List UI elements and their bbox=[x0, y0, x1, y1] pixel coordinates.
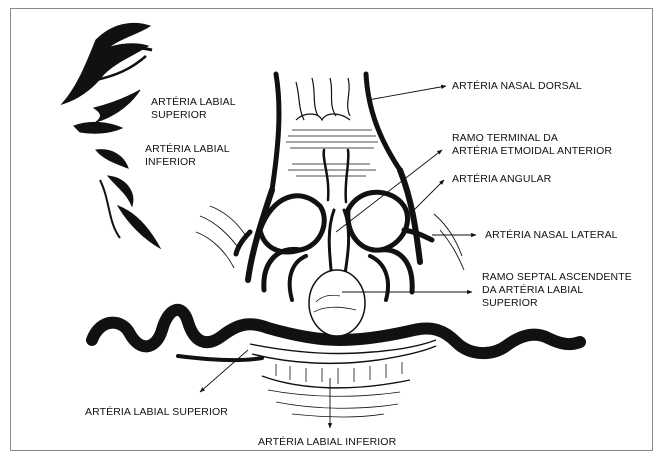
label-arteria-angular: ARTÉRIA ANGULAR bbox=[452, 173, 551, 186]
label-ramo-terminal: RAMO TERMINAL DA ARTÉRIA ETMOIDAL ANTERI… bbox=[452, 132, 612, 158]
lips-outline bbox=[250, 340, 436, 417]
leader-nasal-dorsal bbox=[368, 86, 446, 100]
lip-profile-sketch bbox=[62, 23, 160, 248]
label-line: SUPERIOR bbox=[482, 297, 632, 310]
label-arteria-labial-inferior-bottom: ARTÉRIA LABIAL INFERIOR bbox=[258, 436, 396, 449]
leader-labial-superior-bottom bbox=[200, 350, 248, 392]
label-arteria-labial-inferior-top: ARTÉRIA LABIAL INFERIOR bbox=[145, 143, 230, 169]
columella-oval bbox=[309, 270, 365, 336]
label-arteria-labial-superior-bottom: ARTÉRIA LABIAL SUPERIOR bbox=[85, 406, 228, 419]
label-line: ARTÉRIA LABIAL bbox=[151, 96, 236, 109]
label-ramo-septal: RAMO SEPTAL ASCENDENTE DA ARTÉRIA LABIAL… bbox=[482, 271, 632, 310]
label-arteria-nasal-dorsal: ARTÉRIA NASAL DORSAL bbox=[452, 80, 582, 93]
label-line: ARTÉRIA ETMOIDAL ANTERIOR bbox=[452, 145, 612, 158]
label-line: INFERIOR bbox=[145, 156, 230, 169]
label-line: SUPERIOR bbox=[151, 109, 236, 122]
label-line: DA ARTÉRIA LABIAL bbox=[482, 284, 632, 297]
leader-ramo-terminal bbox=[336, 150, 442, 232]
label-line: RAMO SEPTAL ASCENDENTE bbox=[482, 271, 632, 284]
label-arteria-nasal-lateral: ARTÉRIA NASAL LATERAL bbox=[485, 229, 618, 242]
leader-angular bbox=[412, 180, 444, 212]
label-line: RAMO TERMINAL DA bbox=[452, 132, 612, 145]
label-line: ARTÉRIA LABIAL bbox=[145, 143, 230, 156]
label-arteria-labial-superior-top: ARTÉRIA LABIAL SUPERIOR bbox=[151, 96, 236, 122]
